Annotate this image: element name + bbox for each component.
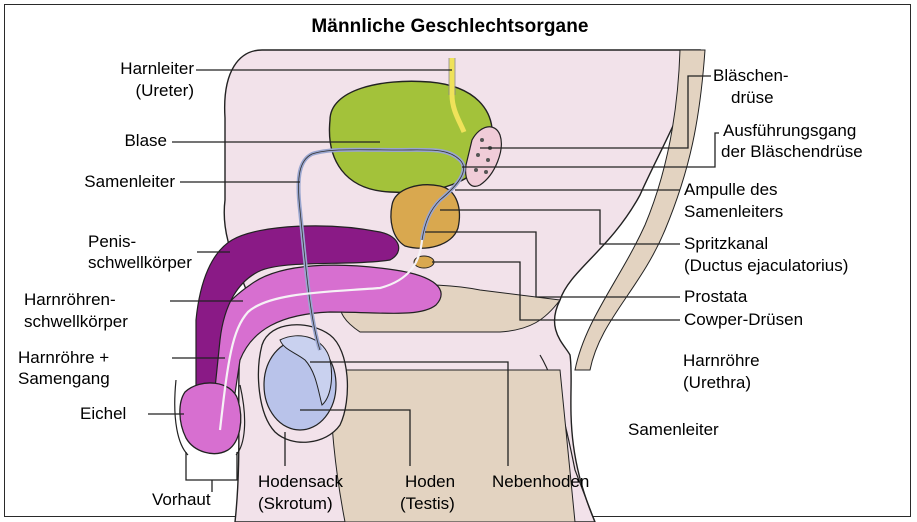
label-eichel: Eichel [80,404,126,424]
label-ausf-1: Ausführungsgang [723,121,856,141]
label-harnleiter: Harnleiter [120,59,194,79]
glans-shape [180,383,241,454]
label-spritz-2: (Ductus ejaculatorius) [684,256,848,276]
label-penis-2: schwellkörper [88,253,192,273]
label-harnroehren-2: schwellkörper [24,312,128,332]
label-blaeschen-2: drüse [731,88,774,108]
label-ampulle-2: Samenleiters [684,202,783,222]
label-blase: Blase [124,131,167,151]
label-hodensack-2: (Skrotum) [258,494,333,514]
label-ureter: (Ureter) [135,81,194,101]
label-cowper: Cowper-Drüsen [684,310,803,330]
label-samenleiter-right: Samenleiter [628,420,719,440]
label-hoden-1: Hoden [405,472,455,492]
label-vorhaut: Vorhaut [152,490,211,510]
label-ausf-2: der Bläschendrüse [721,142,863,162]
label-penis-1: Penis- [88,232,136,252]
label-harnroehren-1: Harnröhren- [24,290,116,310]
label-hoden-2: (Testis) [400,494,455,514]
label-urethra-1: Harnröhre [683,351,760,371]
label-urethra-2: (Urethra) [683,373,751,393]
diagram-title: Männliche Geschlechtsorgane [200,16,700,38]
label-samenleiter-left: Samenleiter [84,172,175,192]
label-prostata: Prostata [684,287,747,307]
label-harnroehre-2: Samengang [18,369,110,389]
label-hodensack-1: Hodensack [258,472,343,492]
label-nebenhoden: Nebenhoden [492,472,589,492]
label-harnroehre-1: Harnröhre + [18,348,109,368]
label-spritz-1: Spritzkanal [684,234,768,254]
label-blaeschen-1: Bläschen- [713,66,789,86]
label-ampulle-1: Ampulle des [684,180,778,200]
